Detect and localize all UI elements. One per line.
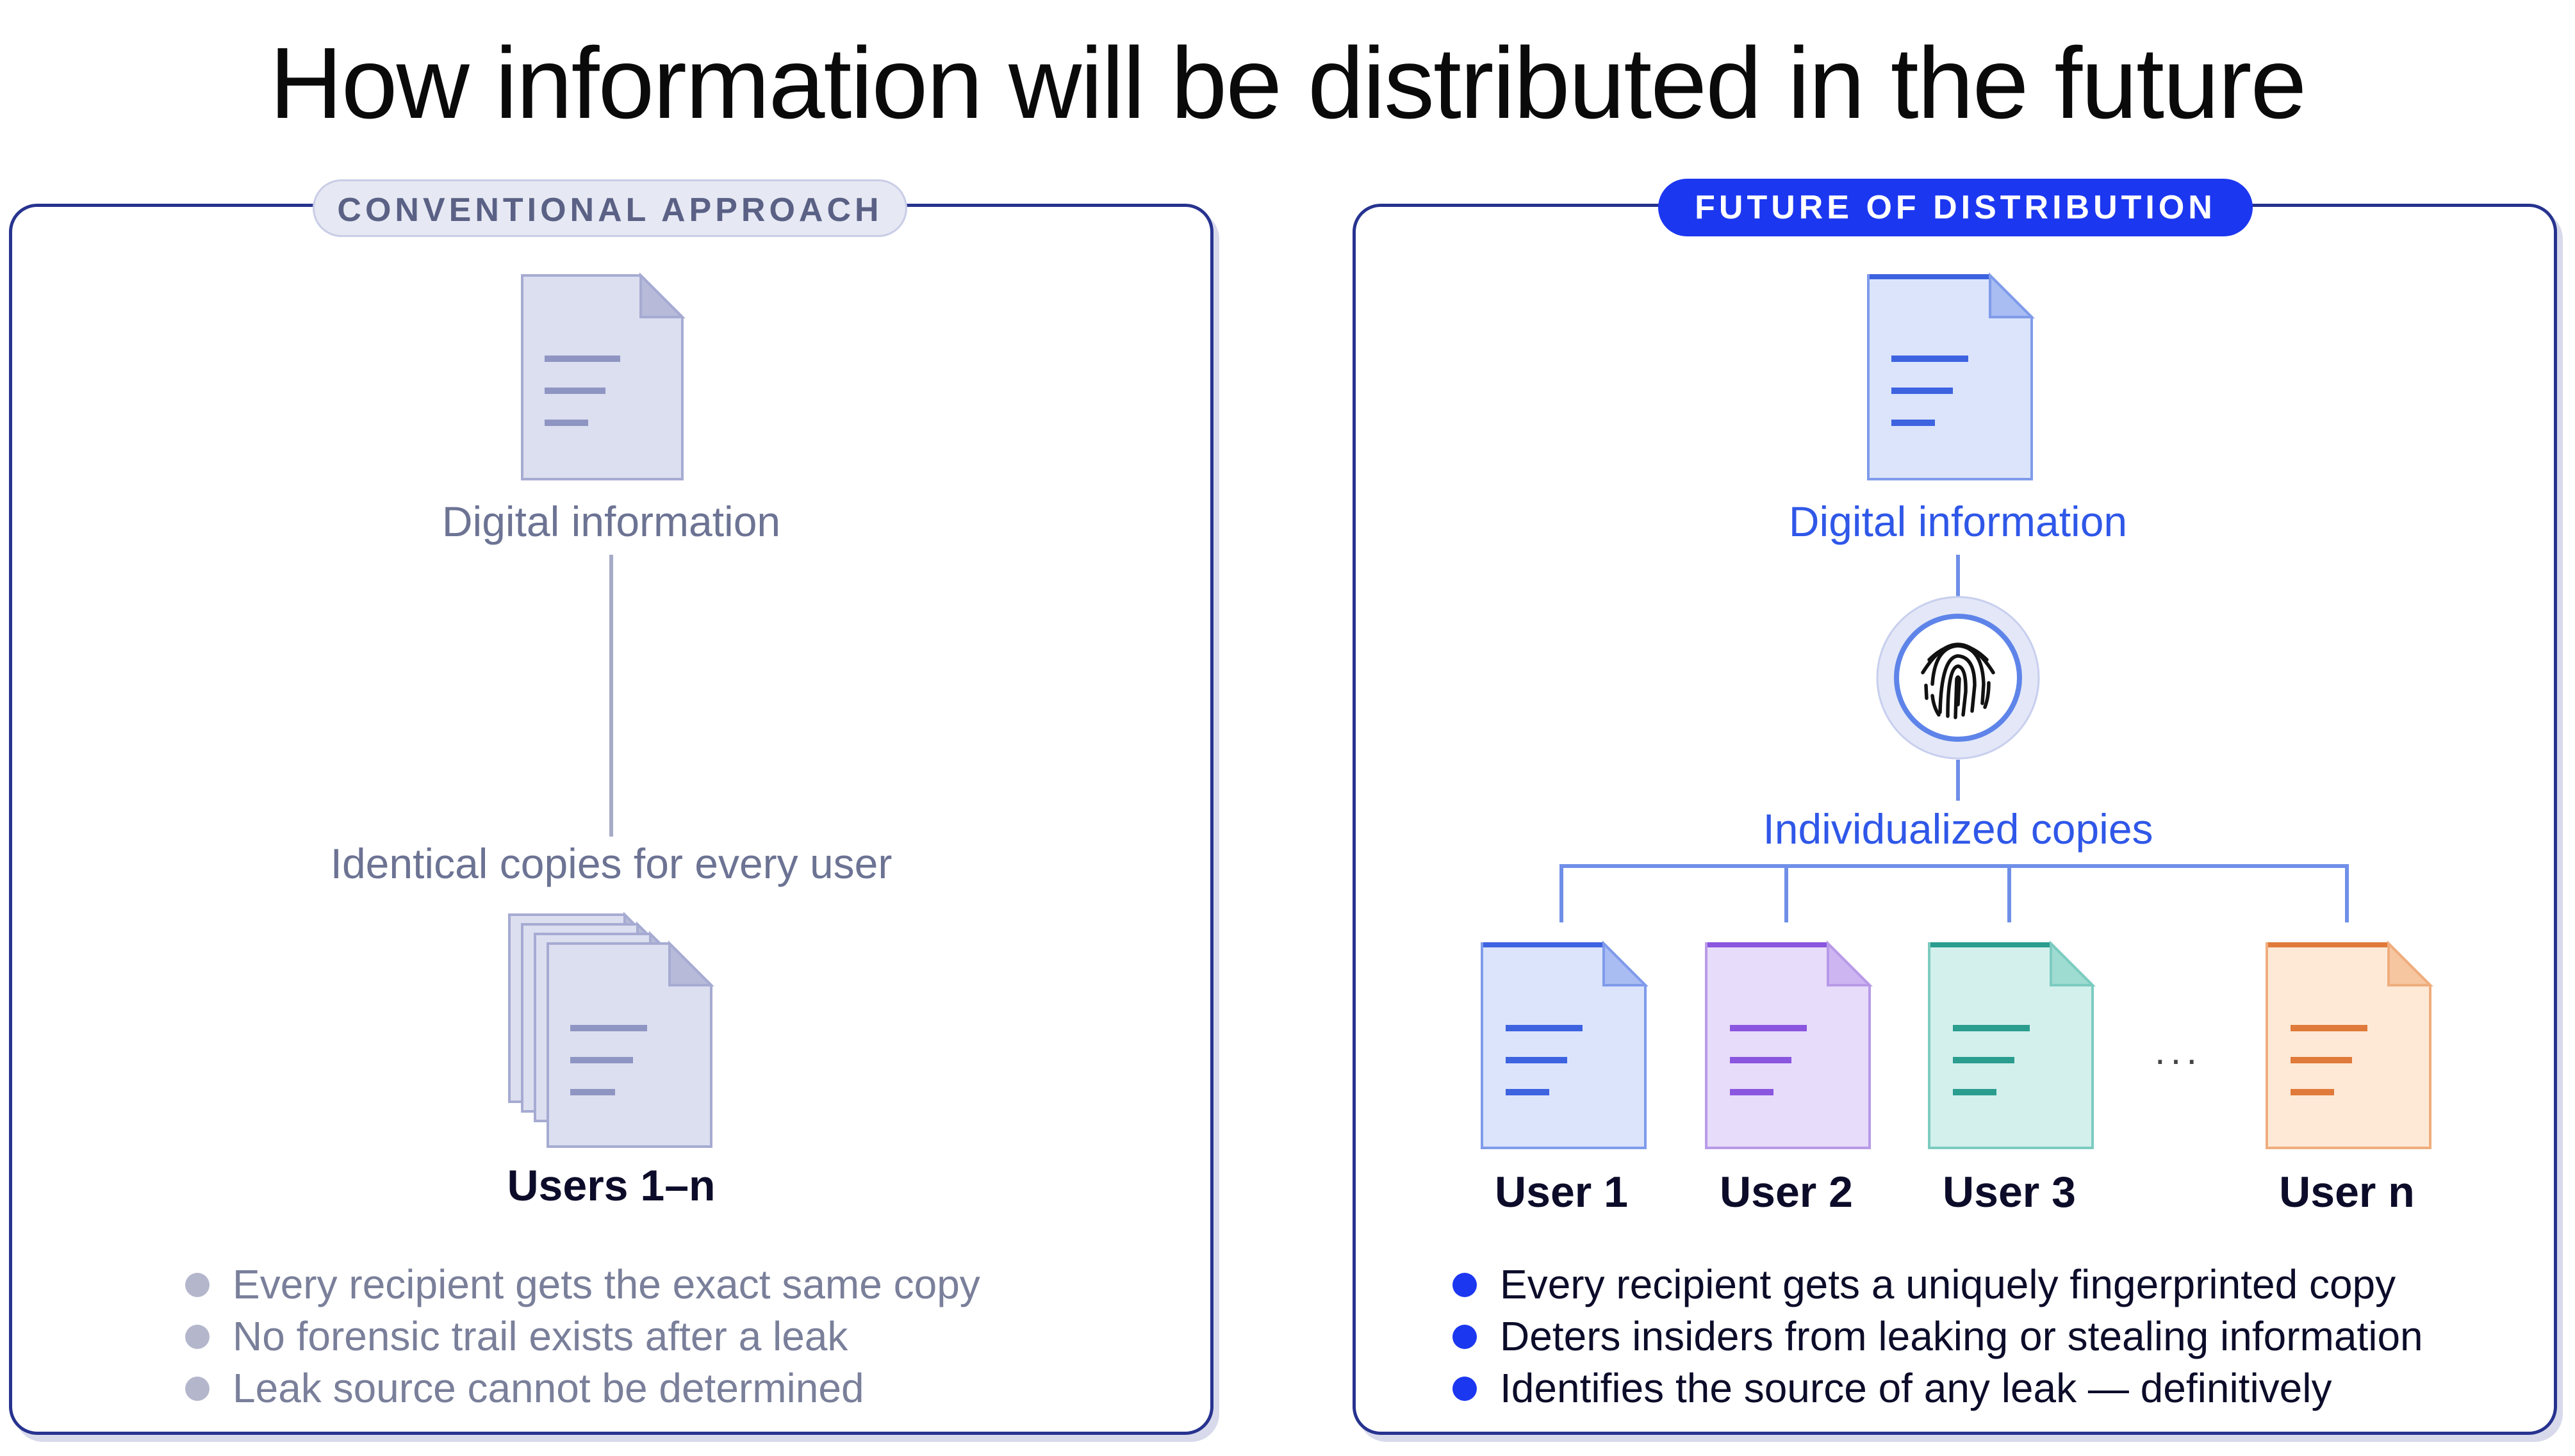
more-users-ellipsis: ... xyxy=(2154,1029,2202,1072)
list-item: Every recipient gets a uniquely fingerpr… xyxy=(1450,1259,2423,1311)
bullet-dot-icon xyxy=(185,1325,210,1349)
user-2-document-icon xyxy=(1705,940,1873,1149)
list-item: Identifies the source of any leak — defi… xyxy=(1450,1362,2423,1414)
conventional-source-label: Digital information xyxy=(441,498,781,545)
user-1-document-icon xyxy=(1481,940,1649,1149)
user-3-label: User 3 xyxy=(1943,1168,2076,1216)
future-copies-label: Individualized copies xyxy=(1763,805,2153,853)
list-item: Deters insiders from leaking or stealing… xyxy=(1450,1311,2423,1362)
bullet-dot-icon xyxy=(1452,1325,1477,1349)
user-n-document-icon xyxy=(2266,940,2433,1149)
conventional-copies-label: Identical copies for every user xyxy=(330,840,893,887)
list-item: No forensic trail exists after a leak xyxy=(183,1311,980,1362)
user-1-label: User 1 xyxy=(1495,1168,1628,1216)
user-2-label: User 2 xyxy=(1720,1168,1853,1216)
fingerprint-icon xyxy=(1876,596,2040,760)
future-bullet-list: Every recipient gets a uniquely fingerpr… xyxy=(1450,1259,2423,1414)
user-n-label: User n xyxy=(2279,1168,2415,1216)
conventional-bullet-list: Every recipient gets the exact same copy… xyxy=(183,1259,980,1414)
distribution-branches xyxy=(1559,864,2349,922)
bullet-dot-icon xyxy=(1452,1377,1477,1401)
future-badge: FUTURE OF DISTRIBUTION xyxy=(1658,179,2253,236)
conventional-badge: CONVENTIONAL APPROACH xyxy=(313,179,907,237)
user-3-document-icon xyxy=(1928,940,2096,1149)
page-title: How information will be distributed in t… xyxy=(269,27,2307,140)
bullet-dot-icon xyxy=(185,1377,210,1401)
conventional-document-icon xyxy=(521,272,686,480)
users-1-n-label: Users 1–n xyxy=(507,1161,716,1210)
future-source-label: Digital information xyxy=(1788,498,2128,545)
identical-copies-stack-icon xyxy=(508,912,714,1148)
bullet-dot-icon xyxy=(1452,1273,1477,1297)
bullet-dot-icon xyxy=(185,1273,210,1297)
list-item: Leak source cannot be determined xyxy=(183,1362,980,1414)
list-item: Every recipient gets the exact same copy xyxy=(183,1259,980,1311)
future-document-icon xyxy=(1867,272,2035,480)
